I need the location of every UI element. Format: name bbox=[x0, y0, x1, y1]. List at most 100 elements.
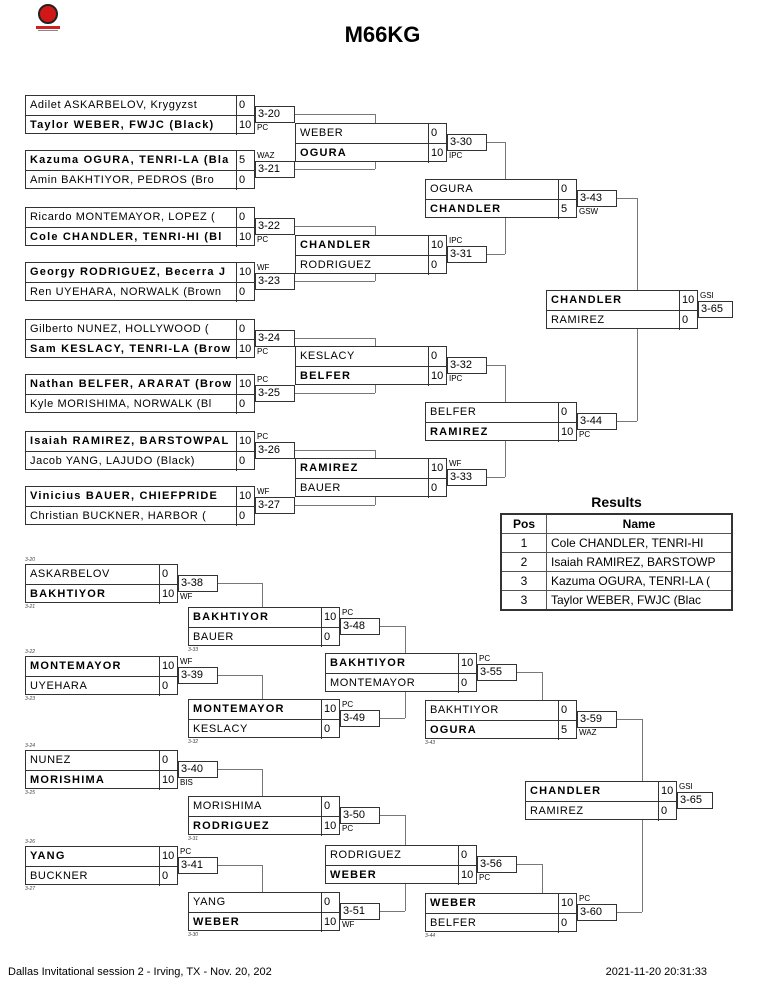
competitor-row[interactable]: Ricardo MONTEMAYOR, LOPEZ (0 bbox=[26, 208, 254, 227]
bout-number[interactable]: 3-44 bbox=[577, 413, 617, 430]
connector-line bbox=[505, 142, 506, 179]
competitor-name: Ricardo MONTEMAYOR, LOPEZ ( bbox=[30, 211, 216, 223]
competitor-row[interactable]: Jacob YANG, LAJUDO (Black)0 bbox=[26, 451, 254, 471]
bout-number[interactable]: 3-21 bbox=[255, 161, 295, 178]
bout-number[interactable]: 3-27 bbox=[255, 497, 295, 514]
win-type: IPC bbox=[449, 374, 463, 383]
bout-number[interactable]: 3-43 bbox=[577, 190, 617, 207]
bout-number[interactable]: 3-65 bbox=[698, 301, 733, 318]
bout-number[interactable]: 3-38 bbox=[178, 575, 218, 592]
bout-number[interactable]: 3-25 bbox=[255, 385, 295, 402]
bout-number[interactable]: 3-23 bbox=[255, 273, 295, 290]
results-title: Results bbox=[591, 494, 642, 510]
bout-number[interactable]: 3-50 bbox=[340, 807, 380, 824]
competitor-row[interactable]: Gilberto NUNEZ, HOLLYWOOD (0 bbox=[26, 320, 254, 339]
bout-number[interactable]: 3-39 bbox=[178, 667, 218, 684]
bout-number[interactable]: 3-32 bbox=[447, 357, 487, 374]
bout-number[interactable]: 3-51 bbox=[340, 903, 380, 920]
bout-number[interactable]: 3-31 bbox=[447, 246, 487, 263]
source-bout: 3-32 bbox=[188, 739, 199, 745]
bout-number[interactable]: 3-24 bbox=[255, 330, 295, 347]
bout-number[interactable]: 3-65 bbox=[677, 792, 713, 809]
bout-number[interactable]: 3-30 bbox=[447, 134, 487, 151]
bout-number[interactable]: 3-60 bbox=[577, 904, 617, 921]
connector-line bbox=[262, 675, 263, 699]
bout-number[interactable]: 3-33 bbox=[447, 469, 487, 486]
competitor-name: Sam KESLACY, TENRI-LA (Brow bbox=[30, 343, 232, 355]
competitor-score: 0 bbox=[236, 395, 255, 414]
competitor-row[interactable]: Taylor WEBER, FWJC (Black)10 bbox=[26, 115, 254, 135]
bout-number[interactable]: 3-48 bbox=[340, 618, 380, 635]
bout-number[interactable]: 3-55 bbox=[477, 664, 517, 681]
bout-number[interactable]: 3-40 bbox=[178, 761, 218, 778]
bout-number[interactable]: 3-41 bbox=[178, 857, 218, 874]
competitor-name: Amin BAKHTIYOR, PEDROS (Bro bbox=[30, 174, 215, 186]
bout-number[interactable]: 3-56 bbox=[477, 856, 517, 873]
bout-number[interactable]: 3-26 bbox=[255, 442, 295, 459]
source-bout: 3-20 bbox=[25, 557, 36, 563]
competitor-score: 0 bbox=[236, 452, 255, 471]
competitor-name: Adilet ASKARBELOV, Krygyzst bbox=[30, 99, 198, 111]
competitor-row[interactable]: Christian BUCKNER, HARBOR (0 bbox=[26, 506, 254, 526]
bout-number[interactable]: 3-22 bbox=[255, 218, 295, 235]
bout-number[interactable]: 3-20 bbox=[255, 106, 295, 123]
bout-number[interactable]: 3-49 bbox=[340, 710, 380, 727]
bout-number[interactable]: 3-59 bbox=[577, 711, 617, 728]
competitor-name: BAUER bbox=[193, 631, 234, 643]
win-type: WF bbox=[257, 263, 270, 272]
